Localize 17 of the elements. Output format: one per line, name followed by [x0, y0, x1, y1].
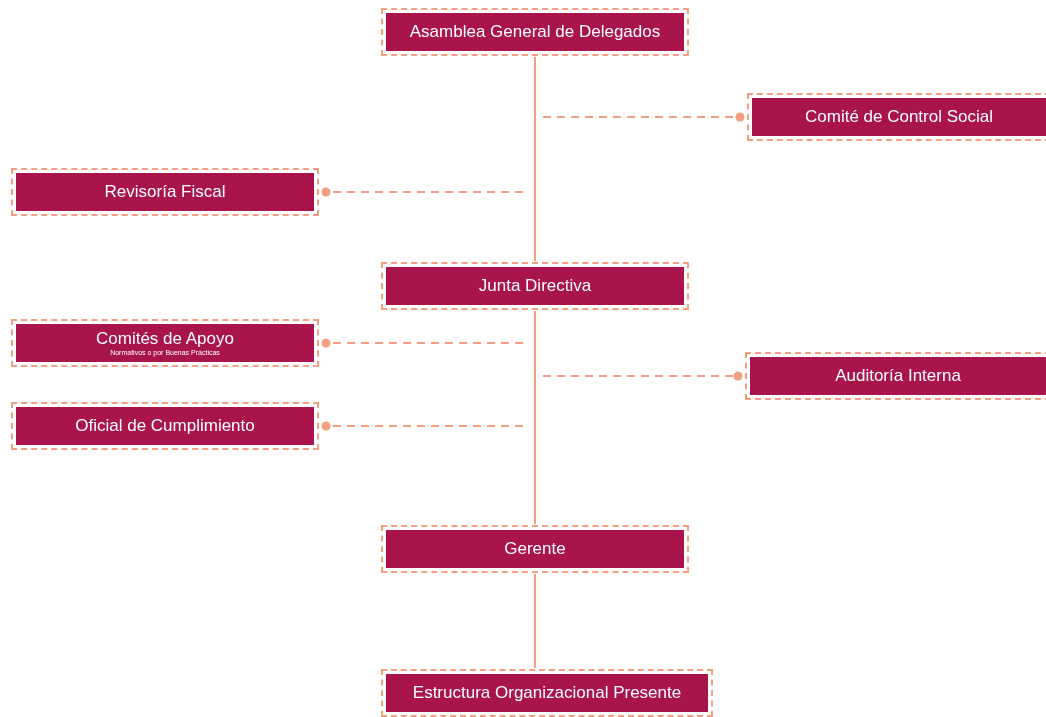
box-title: Junta Directiva — [478, 276, 592, 296]
box-title: Comités de Apoyo — [96, 329, 234, 349]
box-title: Comité de Control Social — [805, 107, 993, 127]
box-title: Oficial de Cumplimiento — [75, 416, 255, 436]
dashed-connector — [321, 421, 524, 431]
dashed-connector — [321, 338, 524, 348]
connector-line — [534, 310, 536, 525]
dashed-connector — [542, 112, 745, 122]
box-title: Estructura Organizacional Presente — [412, 683, 682, 703]
box-title: Auditoría Interna — [835, 366, 961, 386]
box-title: Gerente — [504, 539, 566, 559]
dashed-connector — [542, 371, 743, 381]
box-title: Revisoría Fiscal — [104, 182, 226, 202]
dashed-connector — [321, 187, 524, 197]
box-title: Asamblea General de Delegados — [409, 22, 661, 42]
connector-line — [534, 573, 536, 669]
connector-line — [534, 56, 536, 262]
